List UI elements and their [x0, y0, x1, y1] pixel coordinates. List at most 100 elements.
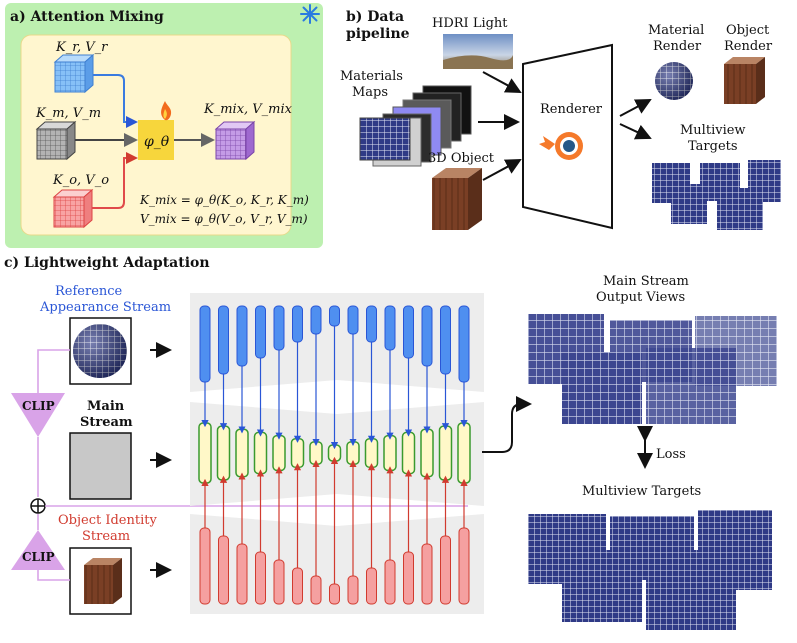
panel-a-title: a) Attention Mixing [10, 9, 164, 25]
object-render-label-line1: Object [726, 23, 770, 38]
output-label-line2: Output Views [596, 290, 685, 305]
obj-stream-block [329, 583, 340, 605]
sum-icon [30, 498, 46, 514]
ref-stream-block [384, 305, 396, 351]
ref-stream-block [310, 305, 322, 335]
ref-stream-block [347, 305, 359, 335]
panel-b-title-line1: b) Data [346, 9, 404, 25]
obj-stream-block [255, 551, 266, 605]
main-stream-block [253, 431, 268, 475]
obj-stream-block [310, 575, 322, 605]
render-out-arrow-2 [619, 123, 652, 140]
main-stream-block [420, 428, 434, 478]
ref-stream-block [329, 305, 340, 327]
panel-a-attention-mixing: a) Attention Mixing K_r, V_r K_m, V_m K_… [5, 3, 323, 248]
kmix-vmix-cube [214, 120, 256, 161]
clip-top-label: CLIP [22, 399, 55, 413]
object-render-cabinet [724, 57, 765, 104]
main-stream-block [401, 431, 416, 475]
material-maps-stack [359, 85, 472, 167]
unet-columns [198, 305, 471, 605]
main-stream-block [235, 428, 249, 478]
main-stream-block [457, 422, 471, 484]
obj-stream-block [292, 567, 303, 605]
main-stream-block [272, 434, 286, 472]
panel-c-title: c) Lightweight Adaptation [4, 255, 210, 271]
panel-b-title-line2: pipeline [346, 26, 410, 42]
ref-stream-block [421, 305, 433, 367]
clip-bottom-label: CLIP [22, 550, 55, 564]
ref-stream-label-line2: Appearance Stream [39, 300, 171, 315]
ref-stream-block [255, 305, 266, 359]
multiview-targets-large [528, 510, 772, 630]
main-stream-block [383, 434, 397, 472]
clip-top-triangle [11, 393, 65, 437]
main-stream-block [290, 437, 305, 469]
blender-icon [539, 132, 583, 160]
main-stream-block [198, 422, 212, 484]
multiview-targets-label: Multiview Targets [582, 484, 701, 499]
obj-stream-block [421, 543, 433, 605]
obj-stream-label-line2: Stream [82, 529, 130, 544]
ref-stream-block [236, 305, 248, 367]
3d-object-label: 3D Object [428, 151, 495, 166]
materials-label-line2: Maps [352, 85, 388, 100]
fire-icon [161, 101, 172, 121]
loss-label: Loss [656, 447, 686, 462]
main-stream-output-views [528, 314, 777, 424]
obj-stream-label-line1: Object Identity [58, 513, 157, 528]
kr-vr-cube [53, 53, 95, 94]
phi-label: φ_θ [144, 134, 170, 150]
obj-stream-block [403, 551, 414, 605]
kmix-vmix-label: K_mix, V_mix [203, 102, 293, 117]
hdri-arrow [482, 71, 522, 93]
ref-stream-block [458, 305, 470, 383]
obj-stream-block [218, 535, 229, 605]
ref-stream-block [440, 305, 451, 375]
output-arrow [482, 396, 532, 453]
material-render-sphere [655, 62, 693, 100]
kr-vr-label: K_r, V_r [55, 40, 108, 55]
ref-stream-block [292, 305, 303, 343]
3d-object-cabinet [432, 168, 482, 230]
material-render-label-line1: Material [648, 23, 704, 38]
renderer-label: Renderer [540, 102, 603, 117]
panel-c-lightweight-adaptation: c) Lightweight Adaptation Reference Appe… [4, 255, 777, 630]
hdri-terrain [443, 55, 513, 69]
hdri-label: HDRI Light [432, 16, 508, 31]
multiview-targets-small [652, 160, 781, 230]
materials-label-line1: Materials [340, 69, 403, 84]
main-stream-block [216, 425, 231, 481]
km-vm-label: K_m, V_m [35, 106, 101, 121]
panel-b-data-pipeline: b) Data pipeline HDRI Light Materials Ma… [340, 9, 781, 230]
obj-stream-block [458, 527, 470, 605]
obj-stream-block [347, 575, 359, 605]
multiview-label-line1: Multiview [680, 123, 746, 138]
equation-k-mix: K_mix = φ_θ(K_o, K_r, K_m) [139, 193, 309, 207]
obj-stream-block [384, 559, 396, 605]
ref-stream-block [273, 305, 285, 351]
output-label-line1: Main Stream [603, 274, 689, 289]
material-render-label-line2: Render [653, 39, 702, 54]
ko-vo-label: K_o, V_o [52, 173, 109, 188]
ref-stream-block [403, 305, 414, 359]
main-noise-image [69, 432, 132, 500]
obj-to-phi-arrow [92, 152, 138, 209]
ref-stream-block [366, 305, 377, 343]
ko-vo-cube [52, 188, 94, 229]
main-stream-label-line2: Stream [80, 415, 133, 430]
multiview-label-line2: Targets [688, 139, 738, 154]
obj-stream-block [199, 527, 211, 605]
obj-stream-block [236, 543, 248, 605]
ref-stream-block [218, 305, 229, 375]
clip-obj-line [37, 570, 70, 581]
render-out-arrow-1 [619, 99, 652, 117]
clip-ref-line [37, 349, 70, 393]
main-stream-block [309, 441, 323, 465]
main-stream-block [364, 437, 379, 469]
obj-stream-block [366, 567, 377, 605]
ref-to-phi-arrow [93, 74, 138, 128]
snowflake-icon [300, 4, 320, 24]
km-vm-cube [35, 120, 77, 161]
